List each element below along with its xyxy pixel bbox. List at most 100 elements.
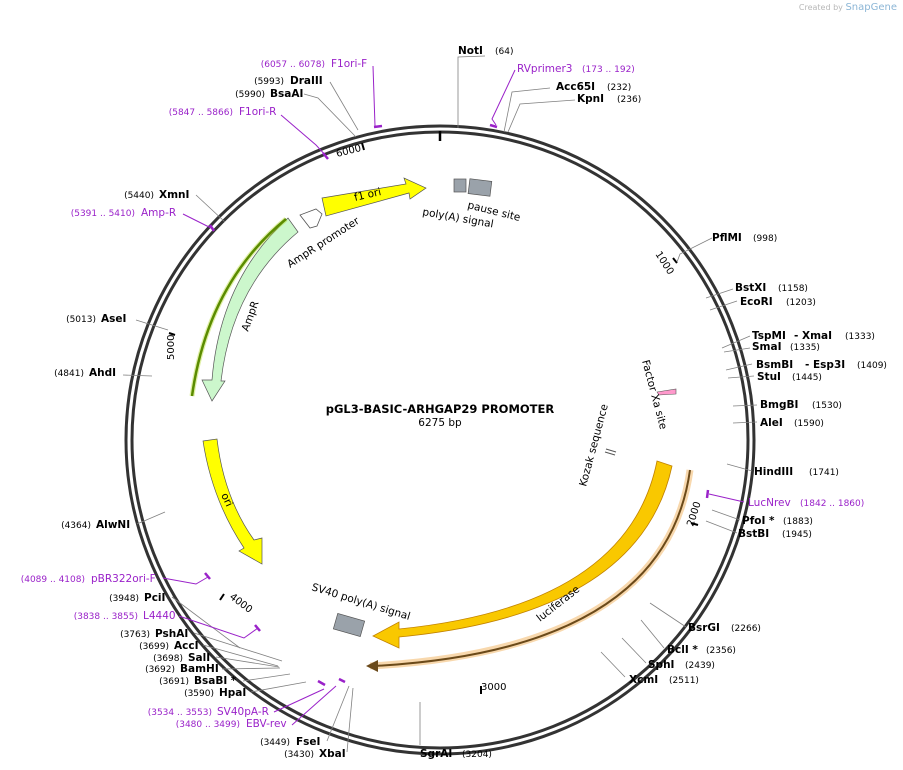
svg-text:HindIII: HindIII (754, 466, 793, 478)
svg-text:(5440): (5440) (124, 191, 154, 201)
svg-text:(1590): (1590) (794, 419, 824, 429)
site-label[interactable]: BstXI(1158) (735, 282, 808, 294)
site-label[interactable]: XcmI(2511) (629, 674, 699, 686)
site-label[interactable]: HpaI(3590) (184, 687, 246, 699)
site-label[interactable]: AlwNI(4364) (61, 519, 130, 531)
site-label[interactable]: BamHI(3692) (145, 663, 219, 675)
feature-ori-arrow[interactable] (202, 438, 263, 565)
site-label[interactable]: BclI *(2356) (667, 644, 736, 656)
site-label[interactable]: EcoRI(1203) (740, 296, 816, 308)
site-label[interactable]: DraIII (5993) (254, 75, 323, 87)
svg-text:BstXI: BstXI (735, 282, 766, 294)
site-label[interactable]: HindIII(1741) (754, 466, 839, 478)
site-label[interactable]: TspMI - XmaI (1333) (752, 330, 875, 342)
site-label[interactable]: NotI(64) (458, 45, 513, 57)
site-label[interactable]: PciI(3948) (109, 592, 165, 604)
svg-text:(2511): (2511) (669, 676, 699, 686)
primer-label[interactable]: LucNrev(1842 .. 1860) (748, 497, 864, 509)
svg-text:AhdI: AhdI (89, 367, 116, 379)
svg-text:XmnI: XmnI (159, 189, 189, 201)
site-label[interactable]: BsmBI- Esp3I(1409) (756, 359, 887, 371)
primer-label[interactable]: RVprimer3(173 .. 192) (517, 63, 635, 75)
svg-text:PfoI *: PfoI * (742, 515, 775, 527)
svg-text:XbaI: XbaI (319, 748, 346, 760)
feature-factor-xa-mark[interactable] (656, 388, 677, 396)
primer-label[interactable]: SV40pA-R (3534 .. 3553) (148, 706, 269, 718)
site-label[interactable]: BsrGI(2266) (688, 622, 761, 634)
svg-text:(1945): (1945) (782, 530, 812, 540)
svg-text:SV40pA-R: SV40pA-R (217, 706, 269, 718)
svg-text:BmgBI: BmgBI (760, 399, 798, 411)
site-label[interactable]: XmnI (5440) (124, 189, 189, 201)
svg-text:HpaI: HpaI (219, 687, 246, 699)
site-label[interactable]: KpnI(236) (577, 93, 641, 105)
svg-text:(1333): (1333) (845, 332, 875, 342)
svg-text:(3534 .. 3553): (3534 .. 3553) (148, 708, 212, 718)
svg-text:(5993): (5993) (254, 77, 284, 87)
site-label[interactable]: BsaBI *(3691) (159, 675, 237, 687)
svg-text:(6057 .. 6078): (6057 .. 6078) (261, 60, 325, 70)
svg-text:(2356): (2356) (706, 646, 736, 656)
svg-text:F1ori-F: F1ori-F (331, 58, 367, 70)
site-label[interactable]: AhdI (4841) (54, 367, 116, 379)
svg-text:NotI: NotI (458, 45, 483, 57)
primer-label[interactable]: pBR322ori-F(4089 .. 4108) (21, 573, 156, 585)
primer-label[interactable]: EBV-rev(3480 .. 3499) (176, 718, 287, 730)
site-label[interactable]: FseI(3449) (260, 736, 320, 748)
svg-text:(3480 .. 3499): (3480 .. 3499) (176, 720, 240, 730)
site-label[interactable]: BstBI(1945) (738, 528, 812, 540)
svg-text:(173 .. 192): (173 .. 192) (582, 65, 635, 75)
svg-text:L4440: L4440 (143, 610, 176, 622)
svg-text:AleI: AleI (760, 417, 783, 429)
feature-polya-signal-box[interactable] (453, 178, 467, 193)
primer-labels: RVprimer3(173 .. 192) LucNrev(1842 .. 18… (21, 58, 865, 730)
site-label[interactable]: SmaI(1335) (752, 341, 820, 353)
site-label[interactable]: SalI(3698) (153, 652, 210, 664)
svg-text:- XmaI: - XmaI (794, 330, 832, 342)
site-label[interactable]: PfoI *(1883) (742, 515, 813, 527)
svg-text:(3692): (3692) (145, 665, 175, 675)
backbone-outer-ring (124, 124, 756, 756)
svg-text:(4089 .. 4108): (4089 .. 4108) (21, 575, 85, 585)
svg-text:(1203): (1203) (786, 298, 816, 308)
svg-text:(3430): (3430) (284, 750, 314, 760)
site-label[interactable]: PflMI(998) (712, 232, 777, 244)
svg-text:BsaBI *: BsaBI * (194, 675, 237, 687)
feature-ampr-arrow[interactable] (201, 217, 299, 402)
site-label[interactable]: PshAI(3763) (120, 628, 188, 640)
site-label[interactable]: AseI(5013) (66, 313, 126, 325)
site-label[interactable]: XbaI (3430) (284, 748, 346, 760)
svg-text:(236): (236) (617, 95, 641, 105)
site-label[interactable]: StuI(1445) (757, 371, 822, 383)
primer-label[interactable]: F1ori-F (6057 .. 6078) (261, 58, 368, 70)
svg-text:TspMI: TspMI (752, 330, 786, 342)
svg-text:(4364): (4364) (61, 521, 91, 531)
site-label[interactable]: BmgBI(1530) (760, 399, 842, 411)
svg-text:(5391 .. 5410): (5391 .. 5410) (71, 209, 135, 219)
svg-text:(4841): (4841) (54, 369, 84, 379)
feature-ori-label: ori (218, 491, 235, 508)
svg-text:- Esp3I: - Esp3I (805, 359, 845, 371)
site-label[interactable]: AleI (1590) (760, 417, 824, 429)
site-label[interactable]: Acc65I(232) (556, 81, 631, 93)
feature-luciferase-arrow[interactable] (372, 460, 673, 649)
svg-text:DraIII: DraIII (290, 75, 323, 87)
feature-pause-site-box[interactable] (467, 178, 493, 197)
site-label[interactable]: AccI(3699) (139, 640, 198, 652)
feature-f1-ori-arrow[interactable] (321, 177, 427, 217)
site-label[interactable]: BsaAI(5990) (235, 88, 303, 100)
feature-sv40-polya-box[interactable] (332, 613, 366, 637)
site-label[interactable]: SgrAI(3204) (420, 748, 492, 760)
primer-label[interactable]: F1ori-R(5847 .. 5866) (169, 106, 277, 118)
primer-markers (162, 65, 745, 726)
svg-text:Amp-R: Amp-R (141, 207, 176, 219)
svg-text:StuI: StuI (757, 371, 781, 383)
site-label[interactable]: SphI(2439) (648, 659, 715, 671)
feature-ampr-promoter-arrow[interactable] (299, 208, 323, 229)
primer-label[interactable]: L4440(3838 .. 3855) (74, 610, 176, 622)
svg-text:LucNrev: LucNrev (748, 497, 791, 509)
svg-text:AseI: AseI (101, 313, 126, 325)
primer-label[interactable]: Amp-R (5391 .. 5410) (71, 207, 176, 219)
svg-text:BsaAI: BsaAI (270, 88, 303, 100)
luciferase-primer-arrowhead (366, 660, 378, 672)
